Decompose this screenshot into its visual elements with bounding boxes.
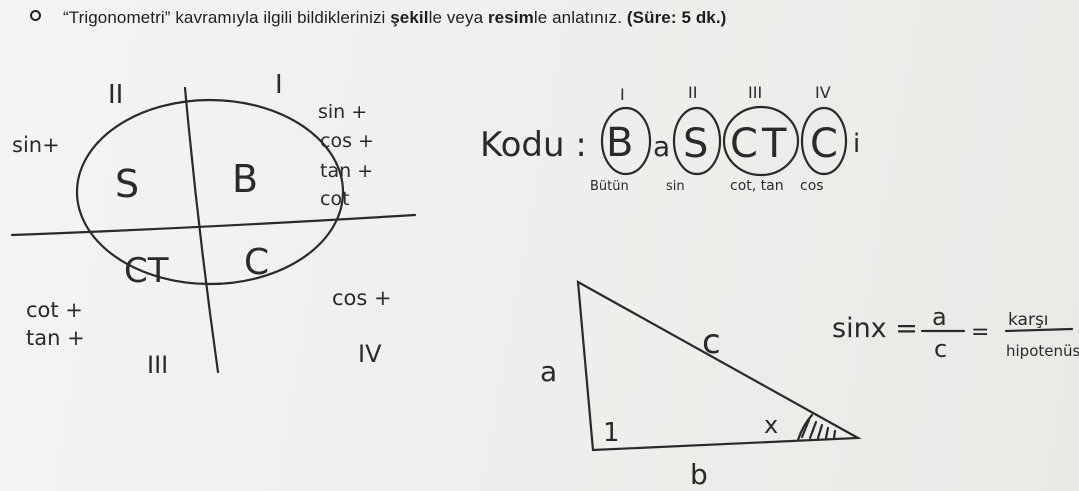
mnemonic-letter-s: S (683, 121, 708, 167)
q3-sign-tan: tan + (26, 326, 85, 350)
angle-arc (796, 413, 814, 442)
mnemonic-circle-3 (722, 105, 800, 177)
mnemonic-label-cos: cos (800, 178, 824, 194)
question-prompt: “Trigonometri” kavramıyla ilgili bildikl… (30, 8, 1070, 28)
q1-sign-cot: cot (320, 188, 350, 210)
formula-den-c: c (934, 335, 947, 363)
formula-equals: = (971, 320, 989, 345)
prompt-text-3: le anlatınız. (533, 8, 627, 27)
unit-circle (75, 98, 345, 286)
triangle-label-base: b (690, 458, 708, 491)
x-axis (10, 213, 417, 237)
right-triangle (576, 280, 862, 452)
mnemonic-letter-i: i (853, 129, 860, 159)
mnemonic-letter-c1: C (730, 121, 758, 167)
quadrant-letter-q3: CT (124, 251, 169, 291)
mnemonic-prefix: Kodu : (480, 125, 587, 165)
mnemonic-numeral-1: I (620, 85, 625, 104)
q3-sign-cot: cot + (26, 298, 83, 322)
numeral-q1: I (275, 70, 283, 100)
formula-lhs: sinx = (832, 313, 918, 344)
mnemonic-label-all: Bütün (590, 179, 629, 194)
mnemonic-label-sin: sin (666, 179, 685, 194)
triangle-label-angle: x (764, 411, 778, 439)
formula-den-hypotenuse: hipotenüs (1006, 342, 1079, 360)
mnemonic-numeral-4: IV (815, 83, 831, 102)
mnemonic-numeral-2: II (688, 83, 697, 102)
mnemonic-circle-4 (800, 106, 848, 176)
mnemonic-circle-1 (600, 106, 652, 176)
prompt-bold-shape: şekil (390, 8, 429, 27)
quadrant-letter-q1: B (232, 157, 258, 201)
quadrant-letter-q2: S (115, 162, 139, 206)
prompt-bold-picture: resim (487, 8, 534, 27)
triangle-label-vertical: a (540, 355, 557, 388)
numeral-q2: II (108, 80, 123, 110)
formula-num-a: a (932, 303, 947, 331)
triangle-label-hypotenuse: c (702, 322, 721, 362)
q1-sign-sin: sin + (318, 101, 367, 123)
numeral-q3: III (147, 351, 168, 379)
prompt-text-2: le veya (428, 8, 488, 27)
quadrant-letter-q4: C (244, 242, 269, 283)
bullet-icon (30, 10, 41, 21)
mnemonic-letter-b: B (606, 120, 633, 166)
q1-sign-tan: tan + (320, 160, 373, 182)
q2-sign-sin: sin+ (12, 133, 60, 157)
formula-num-opposite: karşı (1008, 310, 1049, 330)
numeral-q4: IV (358, 340, 382, 368)
prompt-duration: (Süre: 5 dk.) (626, 8, 727, 27)
mnemonic-label-cot-tan: cot, tan (730, 178, 784, 194)
mnemonic-letter-c2: C (810, 121, 838, 167)
angle-hatch (800, 418, 837, 440)
mnemonic-circle-2 (672, 106, 722, 176)
right-angle-mark: 1 (603, 418, 620, 448)
mnemonic-numeral-3: III (748, 83, 762, 102)
mnemonic-letter-a: a (653, 130, 670, 163)
q1-sign-cos: cos + (320, 130, 374, 152)
prompt-text-1: “Trigonometri” kavramıyla ilgili bildikl… (63, 8, 391, 27)
y-axis (183, 86, 220, 374)
fraction-bar-2 (1004, 327, 1074, 333)
mnemonic-letter-t: T (761, 121, 787, 167)
q4-sign-cos: cos + (332, 286, 392, 310)
